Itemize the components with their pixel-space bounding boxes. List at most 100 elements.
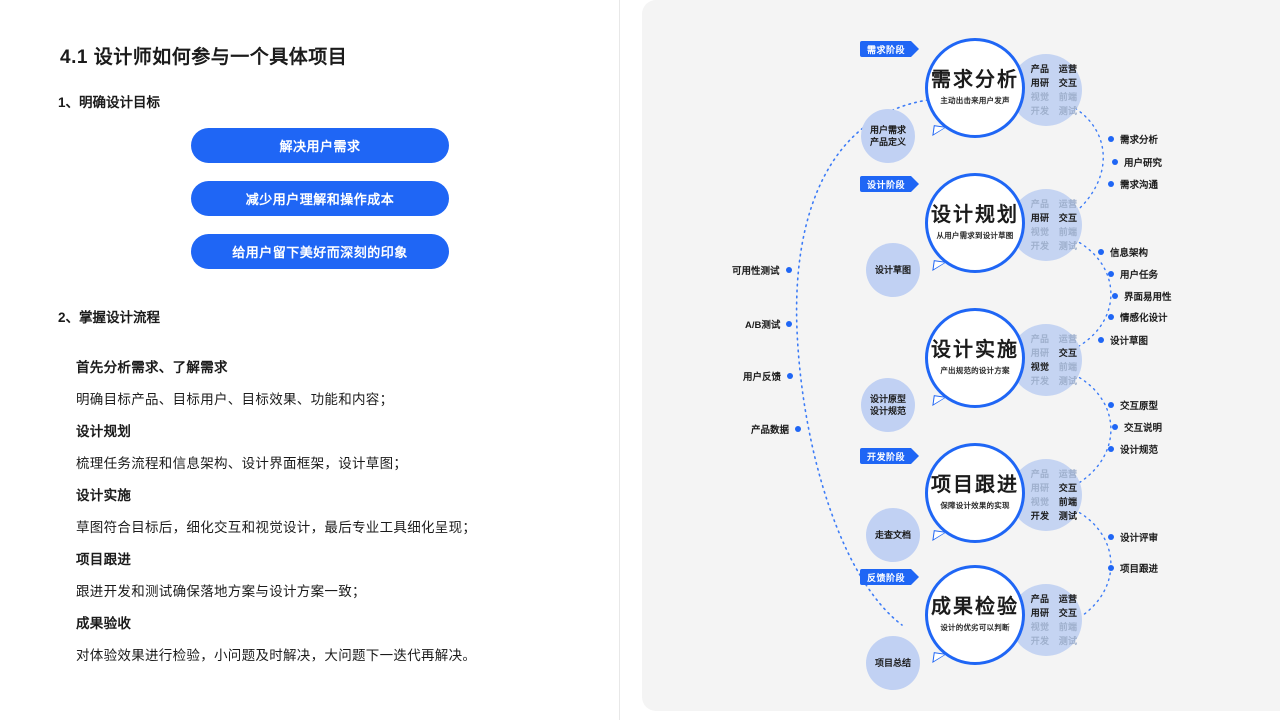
deliverable-item: 设计评审 xyxy=(1108,530,1158,544)
bullet-dot-icon xyxy=(785,267,792,273)
stage-circle-1[interactable]: 需求分析 主动出击来用户发声 xyxy=(925,38,1025,138)
role-chip: 运营 xyxy=(1058,334,1078,344)
deliverable-item: 交互原型 xyxy=(1108,398,1158,412)
bubble-tail-icon xyxy=(932,652,947,665)
stage-subtitle: 主动出击来用户发声 xyxy=(940,96,1010,105)
flow-line: 设计实施 xyxy=(76,488,132,503)
role-chip: 前端 xyxy=(1058,622,1078,632)
bullet-dot-icon xyxy=(1108,181,1114,187)
section-2-heading: 2、掌握设计流程 xyxy=(58,310,161,325)
goal-button-1[interactable]: 解决用户需求 xyxy=(191,128,449,163)
role-chip: 产品 xyxy=(1030,594,1050,604)
goal-button-3[interactable]: 给用户留下美好而深刻的印象 xyxy=(191,234,449,269)
role-chip: 测试 xyxy=(1058,636,1078,646)
role-chip: 交互 xyxy=(1058,348,1078,358)
stage-circle-3[interactable]: 设计实施 产出规范的设计方案 xyxy=(925,308,1025,408)
flow-line: 成果验收 xyxy=(76,616,132,631)
role-chip: 前端 xyxy=(1058,92,1078,102)
role-chip: 测试 xyxy=(1058,511,1078,521)
stage-flag-5: 反馈阶段 xyxy=(860,569,920,585)
deliverable-item: 设计草图 xyxy=(1098,333,1148,347)
stage-flag-4: 开发阶段 xyxy=(860,448,920,464)
role-chip: 产品 xyxy=(1030,469,1050,479)
deliverable-item: 项目跟进 xyxy=(1108,561,1158,575)
stage-output-5: 项目总结 xyxy=(866,636,920,690)
design-process-diagram: 需求阶段 产品 运营 用研 交互 视觉 前端 开发 测试 用户需求 产品定义 需… xyxy=(642,0,1280,711)
role-chip: 视觉 xyxy=(1030,92,1050,102)
role-chip: 测试 xyxy=(1058,241,1078,251)
role-chip: 交互 xyxy=(1058,78,1078,88)
role-chip: 测试 xyxy=(1058,376,1078,386)
flow-line: 设计规划 xyxy=(76,424,132,439)
role-chip: 运营 xyxy=(1058,199,1078,209)
stage-circle-4[interactable]: 项目跟进 保障设计效果的实现 xyxy=(925,443,1025,543)
role-chip: 用研 xyxy=(1030,608,1050,618)
deliverable-item: 用户任务 xyxy=(1108,267,1158,281)
role-chip: 交互 xyxy=(1058,213,1078,223)
deliverable-item: 交互说明 xyxy=(1112,420,1162,434)
bullet-dot-icon xyxy=(1112,159,1118,165)
bullet-dot-icon xyxy=(1098,337,1104,343)
flag-arrow-icon xyxy=(911,569,920,585)
bullet-dot-icon xyxy=(1108,446,1114,452)
stage-subtitle: 产出规范的设计方案 xyxy=(940,366,1010,375)
role-chip: 用研 xyxy=(1030,213,1050,223)
stage-subtitle: 从用户需求到设计草图 xyxy=(936,231,1014,240)
bullet-dot-icon xyxy=(1108,402,1114,408)
role-chip: 产品 xyxy=(1030,334,1050,344)
stage-circle-2[interactable]: 设计规划 从用户需求到设计草图 xyxy=(925,173,1025,273)
stage-roles-5: 产品 运营 用研 交互 视觉 前端 开发 测试 xyxy=(1010,584,1082,656)
role-chip: 产品 xyxy=(1030,64,1050,74)
flow-line: 梳理任务流程和信息架构、设计界面框架，设计草图； xyxy=(76,456,408,471)
flow-line: 首先分析需求、了解需求 xyxy=(76,360,228,375)
bullet-dot-icon xyxy=(795,426,802,432)
output-label: 设计原型 xyxy=(869,394,906,404)
stage-title: 项目跟进 xyxy=(931,474,1019,496)
bubble-tail-icon xyxy=(932,125,947,138)
role-chip: 开发 xyxy=(1030,241,1050,251)
role-chip: 开发 xyxy=(1030,511,1050,521)
role-chip: 运营 xyxy=(1058,469,1078,479)
output-label: 用户需求 xyxy=(869,125,906,135)
flow-line: 跟进开发和测试确保落地方案与设计方案一致； xyxy=(76,584,366,599)
flag-arrow-icon xyxy=(911,448,920,464)
stage-subtitle: 保障设计效果的实现 xyxy=(940,501,1010,510)
stage-roles-2: 产品 运营 用研 交互 视觉 前端 开发 测试 xyxy=(1010,189,1082,261)
bullet-dot-icon xyxy=(786,321,793,327)
role-chip: 开发 xyxy=(1030,636,1050,646)
flag-arrow-icon xyxy=(911,176,920,192)
stage-output-2: 设计草图 xyxy=(866,243,920,297)
stage-title: 设计规划 xyxy=(931,204,1019,226)
feedback-item: 可用性测试 xyxy=(732,263,792,277)
role-chip: 用研 xyxy=(1030,348,1050,358)
role-chip: 用研 xyxy=(1030,483,1050,493)
stage-output-4: 走查文档 xyxy=(866,508,920,562)
role-chip: 视觉 xyxy=(1030,362,1050,372)
stage-output-1: 用户需求 产品定义 xyxy=(861,109,915,163)
bullet-dot-icon xyxy=(1108,271,1114,277)
stage-circle-5[interactable]: 成果检验 设计的优劣可以判断 xyxy=(925,565,1025,665)
role-chip: 用研 xyxy=(1030,78,1050,88)
role-chip: 交互 xyxy=(1058,608,1078,618)
bullet-dot-icon xyxy=(1098,249,1104,255)
output-label: 设计规范 xyxy=(869,406,906,416)
flow-line: 对体验效果进行检验，小问题及时解决，大问题下一迭代再解决。 xyxy=(76,648,477,663)
bubble-tail-icon xyxy=(932,530,947,543)
page-title: 4.1 设计师如何参与一个具体项目 xyxy=(60,47,348,68)
output-label: 项目总结 xyxy=(874,658,911,668)
role-chip: 前端 xyxy=(1058,362,1078,372)
feedback-item: 产品数据 xyxy=(751,422,802,436)
role-chip: 交互 xyxy=(1058,483,1078,493)
goal-button-group: 解决用户需求 减少用户理解和操作成本 给用户留下美好而深刻的印象 xyxy=(191,128,449,287)
role-chip: 运营 xyxy=(1058,594,1078,604)
role-chip: 运营 xyxy=(1058,64,1078,74)
stage-output-3: 设计原型 设计规范 xyxy=(861,378,915,432)
stage-title: 需求分析 xyxy=(931,69,1019,91)
bubble-tail-icon xyxy=(932,260,947,273)
deliverable-item: 用户研究 xyxy=(1112,155,1162,169)
pane-divider xyxy=(619,0,620,720)
goal-button-2[interactable]: 减少用户理解和操作成本 xyxy=(191,181,449,216)
role-chip: 前端 xyxy=(1058,497,1078,507)
output-label: 走查文档 xyxy=(874,530,911,540)
deliverable-item: 界面易用性 xyxy=(1112,289,1172,303)
